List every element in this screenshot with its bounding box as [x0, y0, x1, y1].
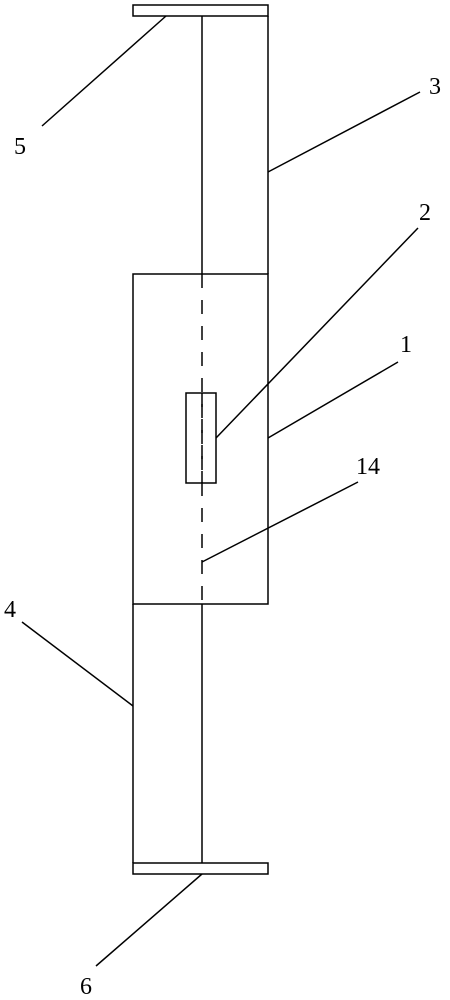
leader-line-2 [215, 227, 419, 439]
leader-line-5 [41, 15, 167, 127]
leader-line-6 [95, 873, 203, 967]
label-14: 14 [356, 454, 380, 480]
label-1: 1 [400, 332, 412, 358]
label-3: 3 [429, 74, 441, 100]
main-body [132, 273, 269, 605]
label-2: 2 [419, 200, 431, 226]
leader-line-14 [201, 481, 359, 563]
label-5: 5 [14, 134, 26, 160]
top-plate [132, 4, 269, 17]
label-6: 6 [80, 974, 92, 1000]
slot-window [185, 392, 217, 484]
bottom-plate [132, 862, 269, 875]
leader-line-1 [267, 361, 399, 439]
label-4: 4 [4, 597, 16, 623]
leader-line-4 [21, 621, 134, 707]
leader-line-3 [267, 91, 421, 173]
